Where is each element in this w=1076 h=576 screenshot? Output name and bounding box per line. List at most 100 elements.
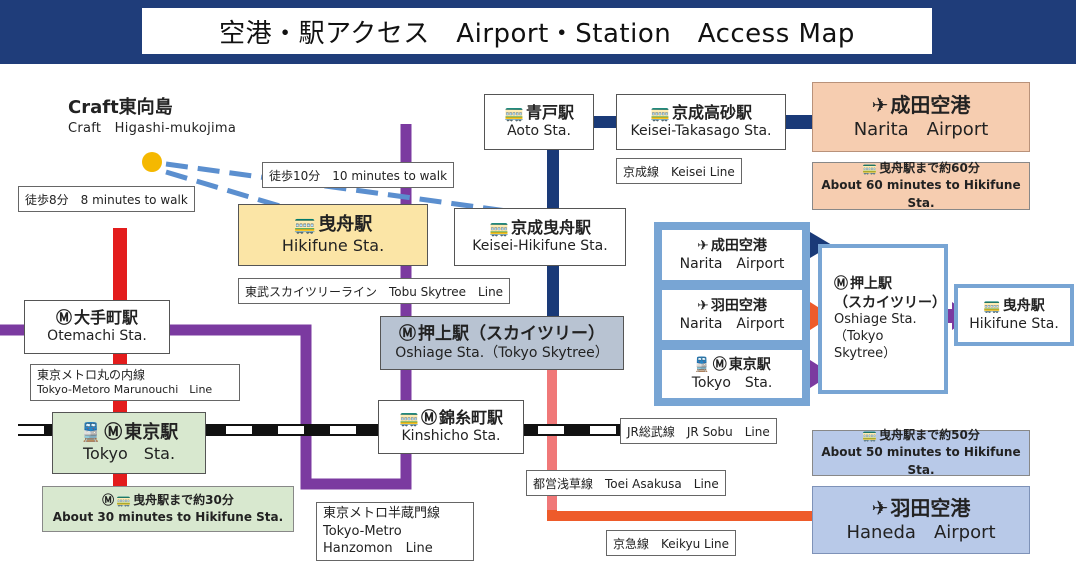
train-icon: 🚃	[399, 408, 419, 428]
narita-en: Narita Airport	[853, 119, 989, 141]
train-icon: 🚃	[650, 103, 670, 123]
jr-train-icon: 🚆	[693, 356, 711, 373]
haneda-airport-box: ✈羽田空港 Haneda Airport	[812, 486, 1030, 554]
haneda-note-en: About 50 minutes to Hikifune Sta.	[821, 445, 1021, 477]
metro-icon: Ⓜ	[834, 276, 848, 293]
train-icon: 🚃	[862, 160, 878, 175]
haneda-note-jp: 曳舟駅まで約50分	[879, 427, 980, 442]
craft-location-label: Craft東向島 Craft Higashi-mukojima	[68, 96, 236, 138]
aoto-jp: 青戸駅	[525, 103, 574, 123]
station-hikifune: 🚃曳舟駅 Hikifune Sta.	[238, 204, 428, 266]
tokyo-time-note: Ⓜ🚃曳舟駅まで約30分 About 30 minutes to Hikifune…	[42, 486, 294, 532]
page-title: 空港・駅アクセス Airport・Station Access Map	[142, 8, 932, 54]
marunouchi-jp: 東京メトロ丸の内線	[37, 368, 146, 382]
hikifune-en: Hikifune Sta.	[281, 236, 385, 256]
narita-jp: 成田空港	[890, 93, 971, 118]
keisei-line-label: 京成線 Keisei Line	[616, 158, 742, 184]
panel-tokyo-jp: 東京駅	[728, 356, 771, 373]
craft-name-en: Craft Higashi-mukojima	[68, 121, 237, 137]
keisei-hikifune-en: Keisei-Hikifune Sta.	[472, 238, 608, 255]
hanzomon-jp: 東京メトロ半蔵門線	[323, 506, 441, 521]
metro-icon: Ⓜ	[102, 492, 115, 507]
train-icon: 🚃	[489, 218, 509, 238]
tokyo-jp: 東京駅	[124, 421, 179, 443]
tobu-line-label: 東武スカイツリーライン Tobu Skytree Line	[238, 278, 511, 304]
walk-10min-label: 徒歩10分 10 minutes to walk	[262, 162, 455, 188]
marunouchi-en: Tokyo-Metoro Marunouchi Line	[37, 383, 213, 397]
header-bar: 空港・駅アクセス Airport・Station Access Map	[0, 0, 1076, 64]
metro-icon: Ⓜ	[420, 408, 437, 428]
metro-icon: Ⓜ	[399, 323, 416, 344]
train-icon: 🚃	[862, 427, 878, 442]
marunouchi-line-label: 東京メトロ丸の内線 Tokyo-Metoro Marunouchi Line	[30, 364, 240, 402]
oshiage-en: Oshiage Sta.（Tokyo Skytree）	[395, 344, 609, 361]
takasago-en: Keisei-Takasago Sta.	[630, 123, 772, 140]
train-icon: 🚃	[983, 297, 1001, 314]
train-icon: 🚃	[116, 492, 132, 507]
metro-icon: Ⓜ	[712, 356, 727, 373]
otemachi-jp: 大手町駅	[74, 308, 139, 328]
panel-hikifune-jp: 曳舟駅	[1002, 297, 1045, 314]
narita-note-en: About 60 minutes to Hikifune Sta.	[821, 178, 1021, 210]
keisei-hikifune-jp: 京成曳舟駅	[510, 218, 591, 238]
panel-haneda: ✈羽田空港 Narita Airport	[658, 286, 806, 344]
metro-icon: Ⓜ	[55, 308, 72, 328]
walk-route-10min	[165, 161, 515, 215]
craft-name-jp: Craft東向島	[68, 97, 173, 118]
panel-narita: ✈成田空港 Narita Airport	[658, 226, 806, 284]
haneda-time-note: 🚃曳舟駅まで約50分 About 50 minutes to Hikifune …	[812, 427, 1030, 477]
location-dot-icon	[142, 152, 162, 172]
tokyo-note-en: About 30 minutes to Hikifune Sta.	[52, 510, 284, 524]
kinshicho-jp: 錦糸町駅	[438, 408, 503, 428]
train-icon: 🚃	[504, 103, 524, 123]
metro-icon: Ⓜ	[104, 421, 123, 443]
haneda-jp: 羽田空港	[890, 496, 971, 521]
train-icon: 🚃	[293, 213, 317, 235]
oshiage-jp: 押上駅（スカイツリー）	[418, 323, 605, 344]
hanzomon-en-1: Tokyo-Metro	[323, 523, 402, 539]
aoto-en: Aoto Sta.	[507, 123, 571, 140]
station-aoto: 🚃青戸駅 Aoto Sta.	[484, 94, 594, 150]
station-keisei-takasago: 🚃京成高砂駅 Keisei-Takasago Sta.	[616, 94, 786, 150]
panel-oshiage-en-3: Skytree）	[834, 345, 897, 361]
narita-airport-box: ✈成田空港 Narita Airport	[812, 82, 1030, 152]
airplane-icon: ✈	[871, 93, 889, 118]
hikifune-jp: 曳舟駅	[318, 213, 373, 235]
takasago-jp: 京成高砂駅	[671, 103, 752, 123]
panel-tokyo-en: Tokyo Sta.	[691, 375, 773, 391]
panel-oshiage-en-2: （Tokyo	[834, 328, 884, 344]
panel-narita-en: Narita Airport	[679, 256, 785, 272]
hanzomon-line-label: 東京メトロ半蔵門線 Tokyo-Metro Hanzomon Line	[316, 502, 474, 561]
asakusa-line-label: 都営浅草線 Toei Asakusa Line	[526, 470, 726, 496]
airplane-icon: ✈	[697, 237, 709, 254]
airplane-icon: ✈	[871, 496, 889, 521]
panel-oshiage-en-1: Oshiage Sta.	[834, 311, 917, 327]
panel-narita-jp: 成田空港	[710, 237, 767, 254]
panel-hikifune-en: Hikifune Sta.	[969, 316, 1059, 332]
narita-note-jp: 曳舟駅まで約60分	[879, 160, 980, 175]
jr-sobu-line-label: JR総武線 JR Sobu Line	[620, 418, 777, 444]
jr-train-icon: 🚆	[79, 421, 103, 443]
walk-8min-label: 徒歩8分 8 minutes to walk	[18, 186, 195, 212]
tokyo-en: Tokyo Sta.	[82, 444, 176, 464]
hanzomon-en-2: Hanzomon Line	[323, 541, 433, 557]
airplane-icon: ✈	[697, 297, 709, 314]
tokyo-note-jp: 曳舟駅まで約30分	[133, 492, 234, 507]
panel-hikifune: 🚃曳舟駅 Hikifune Sta.	[954, 284, 1074, 346]
panel-haneda-en: Narita Airport	[679, 316, 785, 332]
keikyu-line-label: 京急線 Keikyu Line	[606, 530, 737, 556]
otemachi-en: Otemachi Sta.	[47, 328, 147, 345]
panel-haneda-jp: 羽田空港	[710, 297, 767, 314]
panel-oshiage-jp-1: 押上駅	[850, 276, 892, 293]
narita-time-note: 🚃曳舟駅まで約60分 About 60 minutes to Hikifune …	[812, 160, 1030, 210]
kinshicho-en: Kinshicho Sta.	[401, 428, 501, 445]
station-keisei-hikifune: 🚃京成曳舟駅 Keisei-Hikifune Sta.	[454, 208, 626, 266]
haneda-en: Haneda Airport	[846, 522, 996, 544]
panel-oshiage-jp-2: （スカイツリー）	[834, 294, 946, 311]
